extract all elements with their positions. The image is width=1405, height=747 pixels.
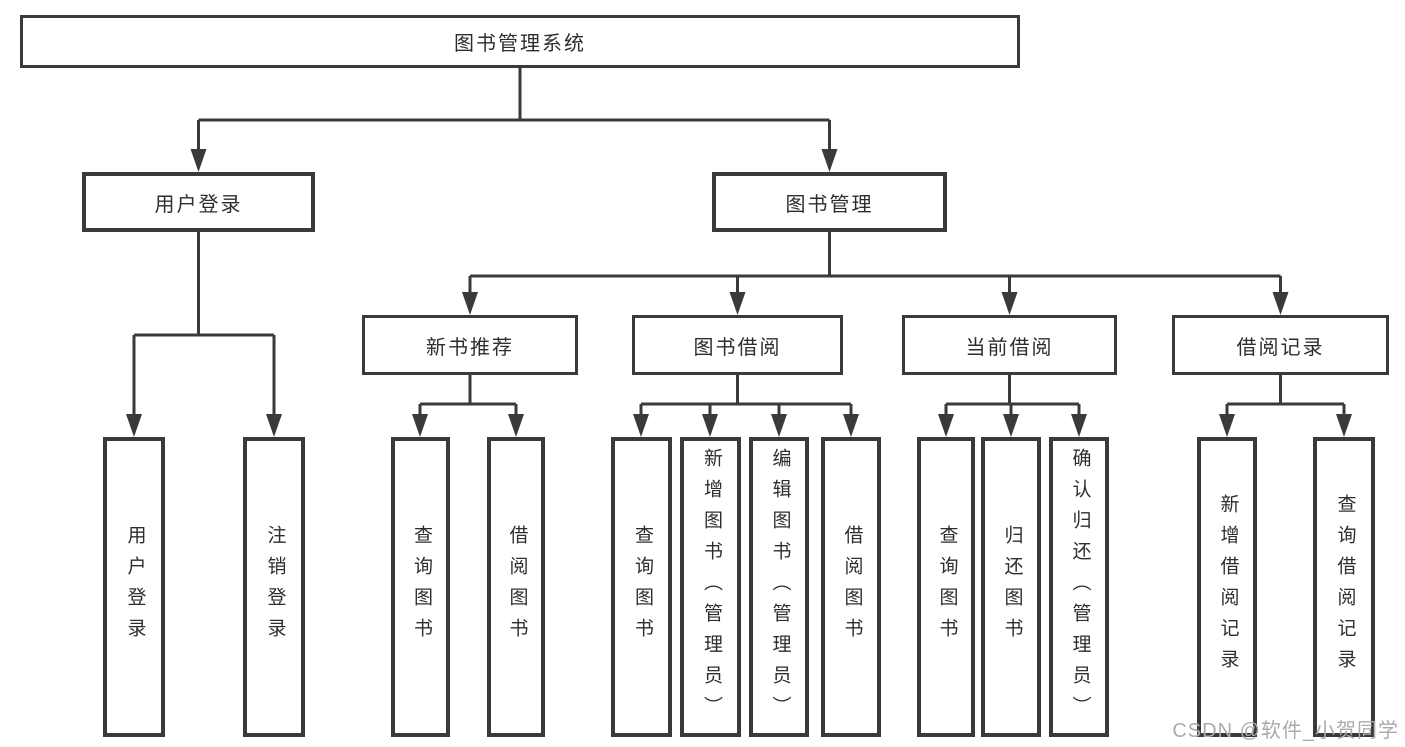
connector-borrow-record-to-leaves bbox=[1219, 375, 1352, 437]
leaf-current-query-book: 查询图书 bbox=[917, 437, 975, 737]
leaf-add-book-admin-label: 新增图书（管理员） bbox=[700, 447, 722, 727]
leaf-query-borrow-record: 查询借阅记录 bbox=[1313, 437, 1375, 737]
leaf-rec-borrow-book: 借阅图书 bbox=[487, 437, 545, 737]
leaf-logout: 注销登录 bbox=[243, 437, 305, 737]
connector-new-book-rec-to-leaves bbox=[412, 375, 524, 437]
leaf-edit-book-admin-label: 编辑图书（管理员） bbox=[769, 447, 791, 727]
connector-user-login-to-leaves bbox=[126, 232, 282, 437]
leaf-user-login: 用户登录 bbox=[103, 437, 165, 737]
leaf-borrow-query-book-label: 查询图书 bbox=[631, 525, 653, 649]
node-book-borrow-label: 图书借阅 bbox=[693, 336, 782, 359]
node-book-mgmt-label: 图书管理 bbox=[785, 193, 874, 216]
node-user-login-label: 用户登录 bbox=[154, 193, 243, 216]
node-new-book-rec: 新书推荐 bbox=[362, 315, 578, 375]
node-borrow-record: 借阅记录 bbox=[1172, 315, 1389, 375]
connector-root-to-level2 bbox=[190, 68, 838, 172]
leaf-current-query-book-label: 查询图书 bbox=[936, 525, 958, 649]
node-current-borrow-label: 当前借阅 bbox=[965, 336, 1054, 359]
csdn-watermark: CSDN @软件_小贺同学 bbox=[1172, 720, 1399, 742]
leaf-rec-query-book: 查询图书 bbox=[391, 437, 450, 737]
leaf-user-login-label: 用户登录 bbox=[124, 525, 146, 649]
node-book-borrow: 图书借阅 bbox=[632, 315, 843, 375]
connector-book-mgmt-to-level3 bbox=[462, 232, 1289, 315]
leaf-borrow-book-label: 借阅图书 bbox=[841, 525, 863, 649]
leaf-return-book-label: 归还图书 bbox=[1001, 525, 1023, 649]
leaf-confirm-return-admin-label: 确认归还（管理员） bbox=[1069, 447, 1091, 727]
leaf-rec-borrow-book-label: 借阅图书 bbox=[506, 525, 528, 649]
leaf-confirm-return-admin: 确认归还（管理员） bbox=[1049, 437, 1109, 737]
leaf-borrow-book: 借阅图书 bbox=[821, 437, 881, 737]
node-book-mgmt: 图书管理 bbox=[712, 172, 947, 232]
node-current-borrow: 当前借阅 bbox=[902, 315, 1117, 375]
node-new-book-rec-label: 新书推荐 bbox=[426, 336, 514, 359]
leaf-add-borrow-record-label: 新增借阅记录 bbox=[1217, 494, 1239, 680]
connector-book-borrow-to-leaves bbox=[633, 375, 859, 437]
leaf-return-book: 归还图书 bbox=[981, 437, 1041, 737]
leaf-rec-query-book-label: 查询图书 bbox=[410, 525, 432, 649]
leaf-edit-book-admin: 编辑图书（管理员） bbox=[749, 437, 809, 737]
node-root-system-label: 图书管理系统 bbox=[454, 33, 586, 55]
node-root-system: 图书管理系统 bbox=[20, 15, 1020, 68]
node-borrow-record-label: 借阅记录 bbox=[1236, 336, 1325, 359]
leaf-add-book-admin: 新增图书（管理员） bbox=[680, 437, 741, 737]
connector-current-borrow-to-leaves bbox=[938, 375, 1087, 437]
leaf-query-borrow-record-label: 查询借阅记录 bbox=[1334, 494, 1356, 680]
leaf-add-borrow-record: 新增借阅记录 bbox=[1197, 437, 1257, 737]
leaf-borrow-query-book: 查询图书 bbox=[611, 437, 672, 737]
leaf-logout-label: 注销登录 bbox=[264, 525, 286, 649]
node-user-login: 用户登录 bbox=[82, 172, 315, 232]
